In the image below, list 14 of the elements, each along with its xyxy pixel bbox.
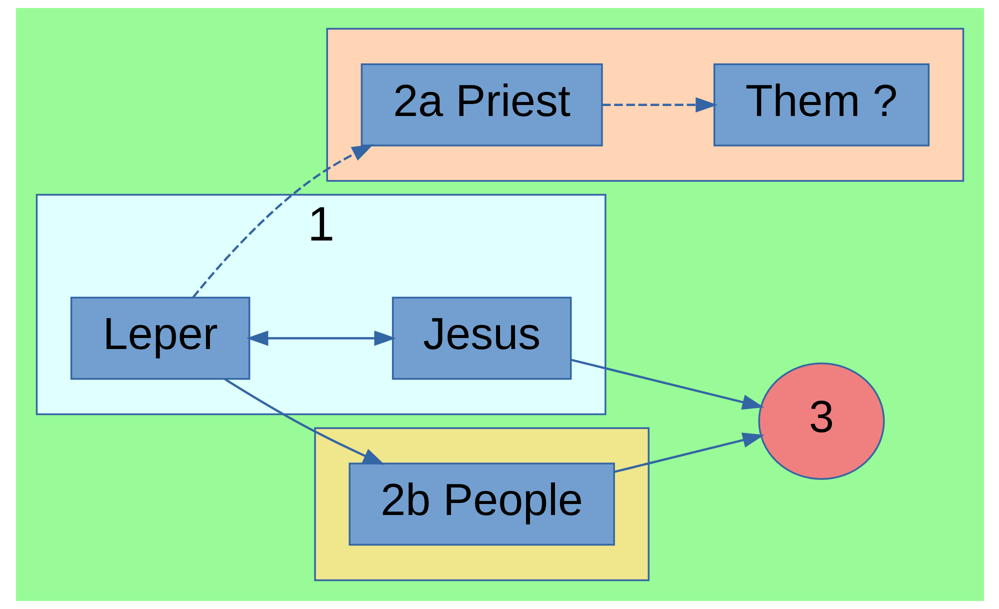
node-box: Them ?	[712, 63, 930, 146]
node-box: Leper	[70, 296, 250, 380]
node-box: 2b People	[348, 462, 614, 546]
cluster	[326, 28, 964, 182]
arrow	[246, 330, 396, 346]
arrow	[224, 378, 384, 465]
node-box: Jesus	[391, 296, 572, 380]
arrow	[192, 144, 374, 298]
arrow	[614, 432, 764, 473]
arrow	[570, 358, 764, 410]
node-box: 2a Priest	[360, 63, 602, 146]
arrow	[602, 97, 717, 112]
cluster	[314, 427, 650, 582]
node-circle: 3	[758, 362, 884, 480]
